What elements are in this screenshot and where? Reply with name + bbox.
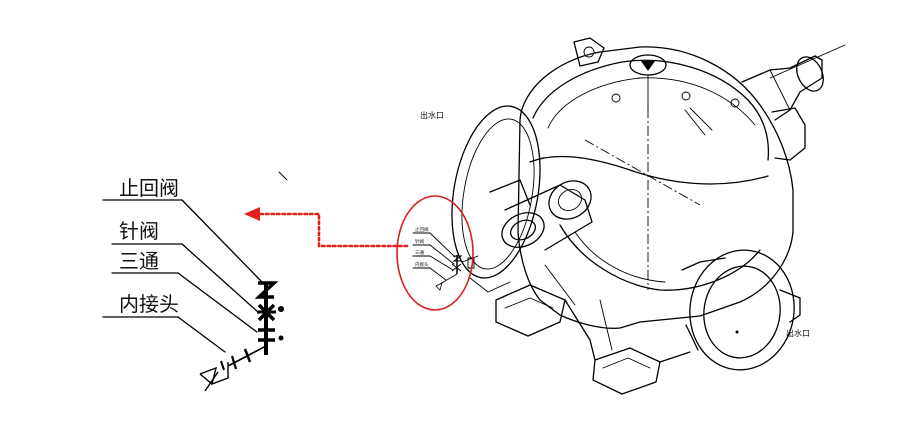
label-nipple: 内接头	[119, 292, 179, 316]
leader-line-needle-valve	[181, 243, 260, 314]
label-tee: 三通	[119, 249, 159, 273]
leader-line-nipple	[177, 316, 226, 353]
inset-highlight: 止回阀 针阀 三通 内接头	[396, 195, 474, 311]
valve-assembly	[199, 281, 284, 392]
outlet-label-right: 出水口	[786, 328, 810, 338]
leader-line-tee	[177, 272, 258, 333]
pointer-arrow	[244, 207, 409, 248]
inset-label-needle-valve: 针阀	[415, 238, 424, 245]
pump-drawing	[451, 37, 846, 395]
leader-line-check-valve	[181, 199, 264, 284]
outlet-label-top: 出水口	[420, 110, 444, 120]
inset-label-check-valve: 止回阀	[415, 226, 429, 233]
inset-label-nipple: 内接头	[415, 261, 429, 268]
highlight-circle	[396, 195, 474, 311]
label-needle-valve: 针阀	[119, 219, 159, 243]
label-check-valve: 止回阀	[119, 176, 179, 200]
stray-mark	[278, 171, 288, 181]
callout-detail: 止回阀 针阀 三通 内接头	[102, 171, 288, 392]
inset-label-tee: 三通	[415, 249, 424, 256]
